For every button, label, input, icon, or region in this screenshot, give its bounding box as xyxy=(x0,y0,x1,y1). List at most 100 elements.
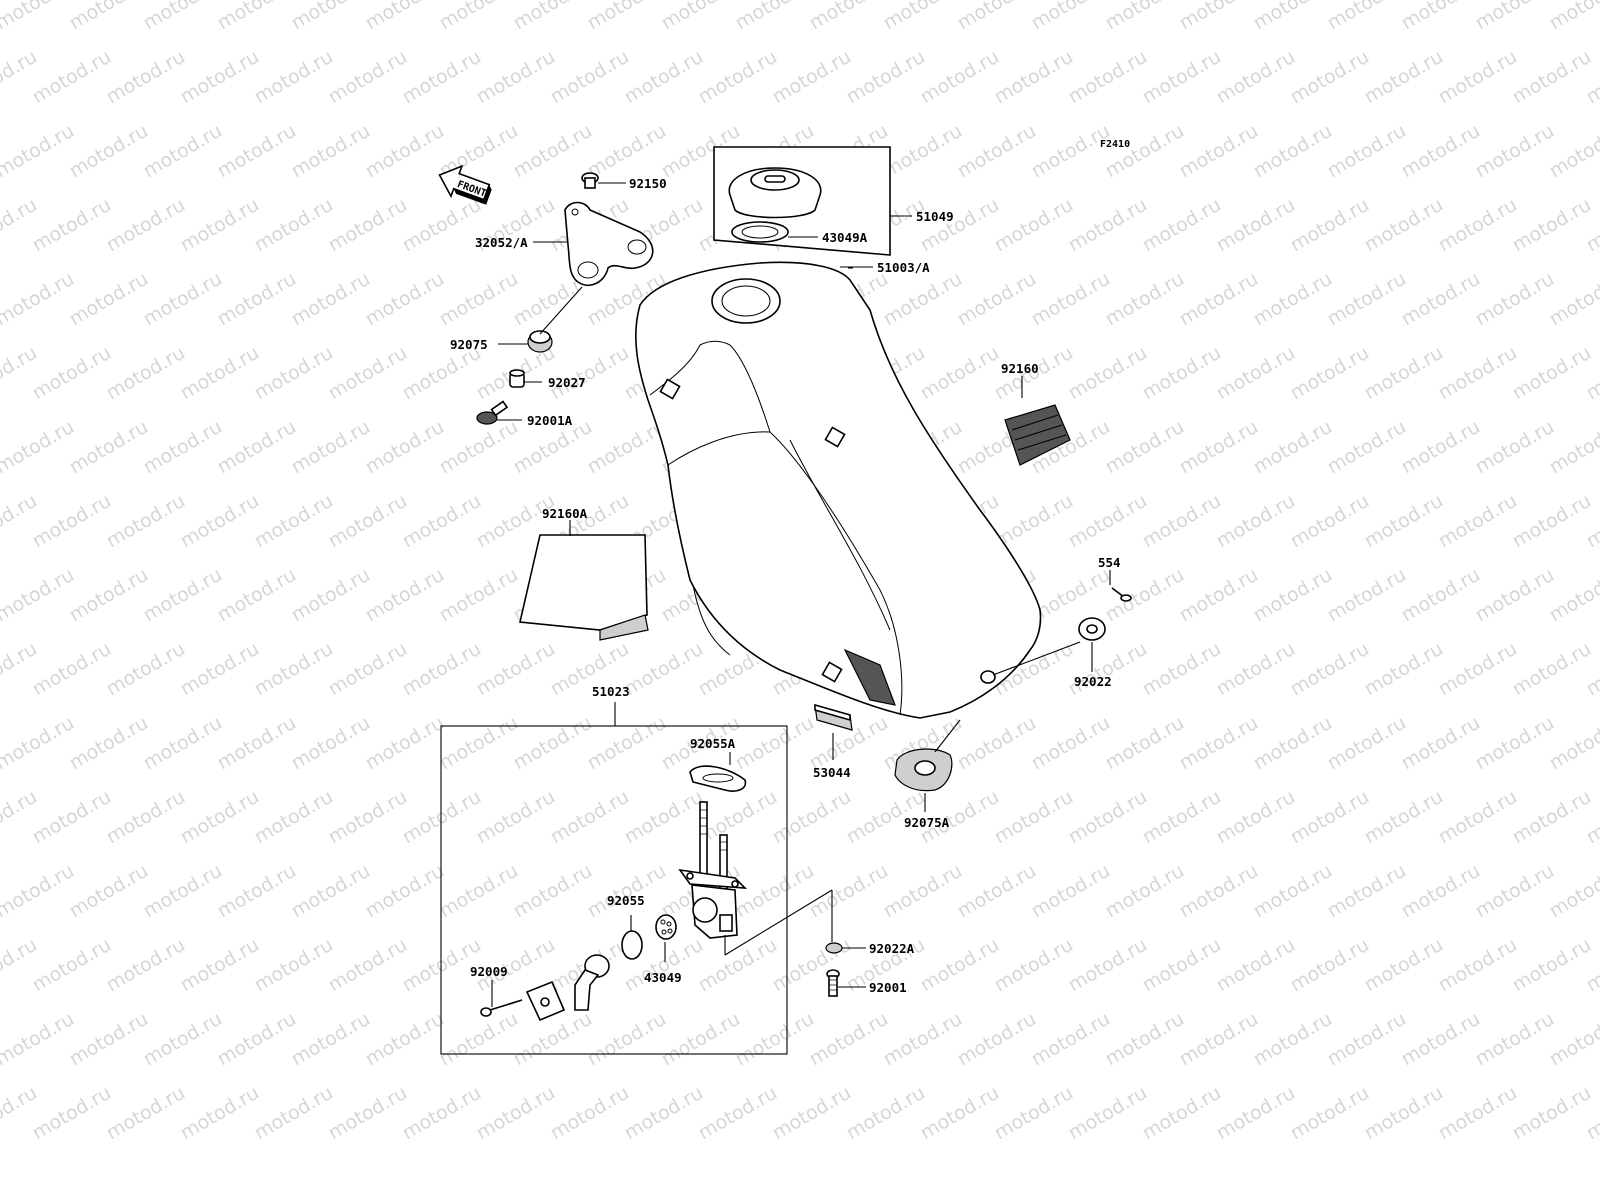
watermark-text: motod.ru xyxy=(991,1082,1077,1145)
watermark-text: motod.ru xyxy=(806,860,892,923)
watermark-text: motod.ru xyxy=(1139,46,1225,109)
watermark-text: motod.ru xyxy=(1139,786,1225,849)
watermark-text: motod.ru xyxy=(1213,638,1299,701)
watermark-text: motod.ru xyxy=(399,194,485,257)
watermark-text: motod.ru xyxy=(1065,194,1151,257)
watermark-text: motod.ru xyxy=(399,46,485,109)
watermark-text: motod.ru xyxy=(1287,490,1373,553)
watermark-text: motod.ru xyxy=(251,342,337,405)
watermark-text: motod.ru xyxy=(1324,564,1410,627)
watermark-text: motod.ru xyxy=(991,194,1077,257)
watermark-text: motod.ru xyxy=(0,416,78,479)
label-92075A: 92075A xyxy=(904,815,950,830)
fuel-cock-assembly xyxy=(440,725,788,1055)
watermark-text: motod.ru xyxy=(917,342,1003,405)
watermark-text: motod.ru xyxy=(214,120,300,183)
watermark-text: motod.ru xyxy=(843,1082,929,1145)
watermark-text: motod.ru xyxy=(1139,490,1225,553)
watermark-text: motod.ru xyxy=(917,1082,1003,1145)
watermark-text: motod.ru xyxy=(1213,786,1299,849)
watermark-text: motod.ru xyxy=(917,46,1003,109)
watermark-text: motod.ru xyxy=(621,786,707,849)
fuel-cap-assembly xyxy=(713,146,891,256)
watermark-text: motod.ru xyxy=(1324,712,1410,775)
watermark-text: motod.ru xyxy=(325,490,411,553)
watermark-text: motod.ru xyxy=(1509,786,1595,849)
watermark-text: motod.ru xyxy=(1361,46,1447,109)
watermark-text: motod.ru xyxy=(1065,1082,1151,1145)
watermark-text: motod.ru xyxy=(843,46,929,109)
watermark-text: motod.ru xyxy=(362,712,448,775)
watermark-text: motod.ru xyxy=(954,860,1040,923)
watermark-text: motod.ru xyxy=(251,638,337,701)
watermark-text: motod.ru xyxy=(288,416,374,479)
watermark-text: motod.ru xyxy=(0,120,78,183)
watermark-text: motod.ru xyxy=(584,0,670,34)
watermark-text: motod.ru xyxy=(399,490,485,553)
watermark-text: motod.ru xyxy=(1361,638,1447,701)
watermark-text: motod.ru xyxy=(1398,712,1484,775)
watermark-text: motod.ru xyxy=(1361,490,1447,553)
watermark-text: motod.ru xyxy=(1546,0,1600,34)
label-92022A: 92022A xyxy=(869,941,915,956)
watermark-text: motod.ru xyxy=(1065,342,1151,405)
label-32052A: 32052/A xyxy=(475,235,528,250)
watermark-text: motod.ru xyxy=(1102,860,1188,923)
label-92075: 92075 xyxy=(450,337,488,352)
watermark-text: motod.ru xyxy=(1102,1008,1188,1071)
watermark-text: motod.ru xyxy=(1472,416,1558,479)
diagram-code: F2410 xyxy=(1100,139,1130,150)
watermark-text: motod.ru xyxy=(1361,194,1447,257)
watermark-text: motod.ru xyxy=(436,860,522,923)
watermark-text: motod.ru xyxy=(954,120,1040,183)
watermark-text: motod.ru xyxy=(399,1082,485,1145)
watermark-text: motod.ru xyxy=(991,934,1077,997)
watermark-text: motod.ru xyxy=(732,0,818,34)
watermark-text: motod.ru xyxy=(1324,860,1410,923)
watermark-text: motod.ru xyxy=(1250,564,1336,627)
watermark-text: motod.ru xyxy=(1398,416,1484,479)
watermark-text: motod.ru xyxy=(732,712,818,775)
watermark-text: motod.ru xyxy=(362,268,448,331)
watermark-text: motod.ru xyxy=(1028,712,1114,775)
watermark-text: motod.ru xyxy=(1398,0,1484,34)
watermark-text: motod.ru xyxy=(399,786,485,849)
watermark-text: motod.ru xyxy=(1361,1082,1447,1145)
label-92009: 92009 xyxy=(470,964,508,979)
watermark-text: motod.ru xyxy=(177,638,263,701)
watermark-text: motod.ru xyxy=(436,416,522,479)
watermark-text: motod.ru xyxy=(1213,934,1299,997)
watermark-text: motod.ru xyxy=(1435,786,1521,849)
watermark-text: motod.ru xyxy=(103,342,189,405)
watermark-text: motod.ru xyxy=(1176,1008,1262,1071)
watermark-text: motod.ru xyxy=(1176,564,1262,627)
label-92001A: 92001A xyxy=(527,413,573,428)
watermark-text: motod.ru xyxy=(1509,638,1595,701)
watermark-text: motod.ru xyxy=(1435,638,1521,701)
watermark-text: motod.ru xyxy=(362,564,448,627)
watermark-text: motod.ru xyxy=(1472,1008,1558,1071)
watermark-text: motod.ru xyxy=(917,194,1003,257)
label-43049A: 43049A xyxy=(822,230,868,245)
watermark-text: motod.ru xyxy=(251,194,337,257)
watermark-text: motod.ru xyxy=(547,786,633,849)
washer-92022A xyxy=(825,942,843,954)
watermark-text: motod.ru xyxy=(1546,860,1600,923)
watermark-text: motod.ru xyxy=(288,0,374,34)
watermark-text: motod.ru xyxy=(1546,268,1600,331)
watermark-text: motod.ru xyxy=(473,638,559,701)
watermark-text: motod.ru xyxy=(510,860,596,923)
watermark-text: motod.ru xyxy=(1509,490,1595,553)
watermark-text: motod.ru xyxy=(66,1008,152,1071)
watermark-text: motod.ru xyxy=(1435,1082,1521,1145)
watermark-text: motod.ru xyxy=(880,1008,966,1071)
watermark-text: motod.ru xyxy=(66,0,152,34)
watermark-text: motod.ru xyxy=(66,860,152,923)
watermark-text: motod.ru xyxy=(584,712,670,775)
watermark-text: motod.ru xyxy=(251,490,337,553)
watermark-text: motod.ru xyxy=(103,638,189,701)
pad-92160A xyxy=(519,534,649,641)
watermark-text: motod.ru xyxy=(288,120,374,183)
watermark-text: motod.ru xyxy=(1176,416,1262,479)
label-92022: 92022 xyxy=(1074,674,1112,689)
